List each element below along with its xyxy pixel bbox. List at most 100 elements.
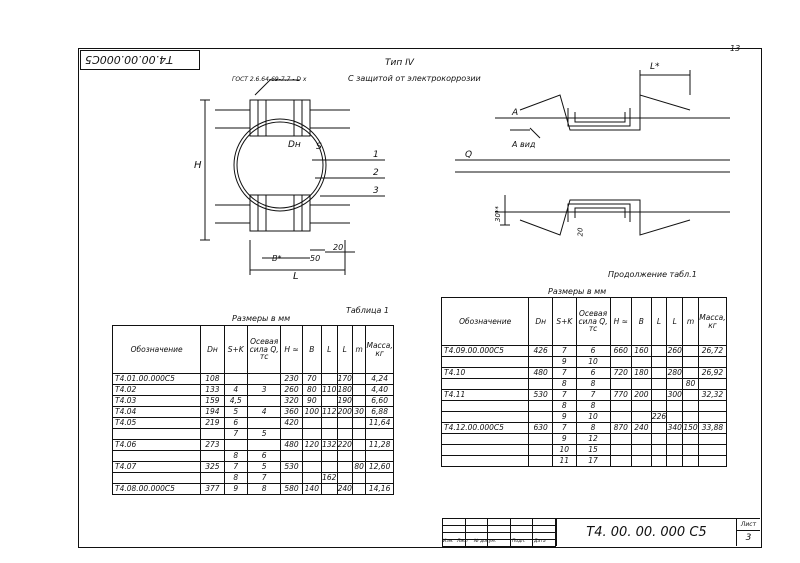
table-cell: 770 <box>609 389 633 401</box>
table-cell <box>528 411 553 423</box>
table-cell <box>223 439 248 451</box>
table-cell <box>440 356 530 368</box>
table-cell: 14,16 <box>365 483 394 495</box>
table-cell: 273 <box>200 439 225 451</box>
table-cell <box>682 356 699 368</box>
table1-header: Обозначение <box>111 325 202 374</box>
table-cell: Т4.01.00.000С5 <box>111 373 202 385</box>
table-cell: 9 <box>551 411 577 423</box>
label-S: S <box>316 142 322 152</box>
table1-units: Размеры в мм <box>232 314 291 323</box>
title-block-sheet: Лист 3 <box>736 518 760 546</box>
table-cell: 11 <box>551 455 577 467</box>
table-cell: 7 <box>223 428 248 440</box>
table-cell: 6 <box>575 367 611 379</box>
title-block-grid <box>442 518 556 547</box>
table2-header: L <box>650 297 668 346</box>
table-cell <box>111 428 202 440</box>
table-cell: 720 <box>609 367 633 379</box>
table-cell <box>246 373 282 385</box>
table-cell: 870 <box>609 422 633 434</box>
table-cell <box>650 433 668 445</box>
table2-header: L <box>666 297 684 346</box>
dim-30: 30** <box>493 206 502 222</box>
table-cell <box>697 400 728 412</box>
table-cell <box>440 444 530 456</box>
table-cell: 5 <box>223 406 248 418</box>
table-cell <box>666 356 684 368</box>
table-cell <box>666 433 684 445</box>
table-cell: 7 <box>551 367 577 379</box>
table-cell <box>320 428 338 440</box>
table-cell <box>682 345 699 357</box>
table1-header: L <box>320 325 338 374</box>
table-cell: Т4.02 <box>111 384 202 396</box>
table-cell: 6 <box>223 417 248 429</box>
table-cell: 4,5 <box>223 395 248 407</box>
table-cell: 220 <box>336 439 354 451</box>
table-cell <box>200 428 225 440</box>
table-cell <box>352 384 367 396</box>
table-cell <box>352 472 367 484</box>
table-cell: Т4.10 <box>440 367 530 379</box>
table2-caption: Продолжение табл.1 <box>608 270 697 279</box>
table2-header: Масса, кг <box>697 297 728 346</box>
table-cell <box>609 411 633 423</box>
table-cell: 7 <box>551 422 577 434</box>
table-cell <box>631 455 652 467</box>
table-cell: 325 <box>200 461 225 473</box>
table-cell <box>301 472 322 484</box>
dim-20b: 20 <box>576 227 585 237</box>
table-cell <box>609 455 633 467</box>
table2: Обозначение Dн S+K Осевая сила Q, тс H ≈… <box>440 297 728 467</box>
drawing-frame <box>78 48 762 548</box>
table-cell <box>246 439 282 451</box>
table-cell: Т4.06 <box>111 439 202 451</box>
table-cell <box>280 472 303 484</box>
table-cell: Т4.04 <box>111 406 202 418</box>
table-cell: 8 <box>223 472 248 484</box>
table-cell: 320 <box>280 395 303 407</box>
table-cell <box>336 450 354 462</box>
table-cell <box>697 455 728 467</box>
gost-label: ГОСТ 2.6.64-69-7.7 - D х <box>232 76 307 83</box>
table-cell <box>666 400 684 412</box>
table-cell: 159 <box>200 395 225 407</box>
table-cell: 15 <box>575 444 611 456</box>
corner-sheet-number: 13 <box>730 44 741 53</box>
table-cell: 194 <box>200 406 225 418</box>
table-cell: 8 <box>575 400 611 412</box>
section-A: A <box>512 108 519 118</box>
table2-header: H ≈ <box>609 297 633 346</box>
table-cell: Т4.09.00.000С5 <box>440 345 530 357</box>
title-block-code: Т4. 00. 00. 000 С5 <box>556 518 736 546</box>
tb-label: Лист <box>457 539 469 544</box>
table-cell: 6,88 <box>365 406 394 418</box>
table2-units: Размеры в мм <box>548 287 607 296</box>
table-cell: 5 <box>246 461 282 473</box>
table2-header: B <box>631 297 652 346</box>
table2-header: Обозначение <box>440 297 530 346</box>
dim-H: H <box>194 160 202 171</box>
table-cell: 7 <box>551 345 577 357</box>
table-cell <box>650 389 668 401</box>
table-cell: 260 <box>280 384 303 396</box>
table-cell: 12,60 <box>365 461 394 473</box>
type-label: Тип IV <box>385 58 414 68</box>
table-cell <box>631 378 652 390</box>
table1-header: Осевая сила Q, тс <box>246 325 282 374</box>
table-cell: 11,64 <box>365 417 394 429</box>
table-cell <box>280 450 303 462</box>
table1-header: H ≈ <box>280 325 303 374</box>
table1-header: Dн <box>200 325 225 374</box>
dim-B: B* <box>272 254 282 263</box>
